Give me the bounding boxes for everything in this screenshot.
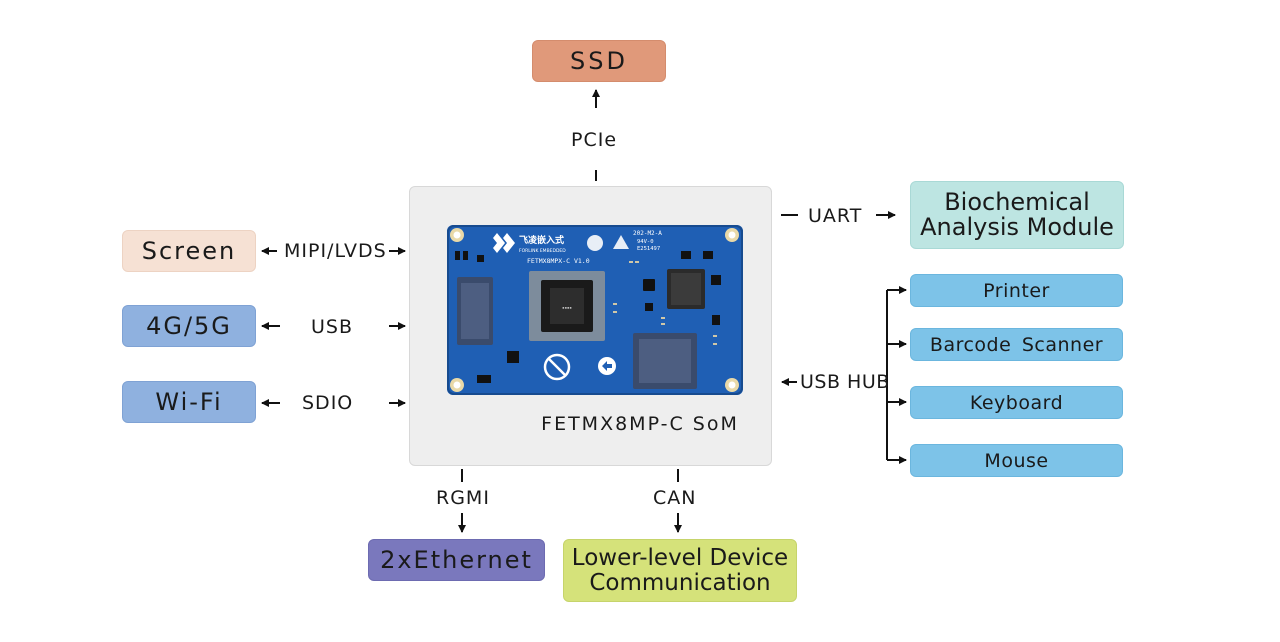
biochemical-module-box: Biochemical Analysis Module: [910, 181, 1124, 249]
biochemical-label-line2: Analysis Module: [920, 213, 1114, 241]
ssd-box: SSD: [532, 40, 666, 82]
pcie-label: PCIe: [571, 129, 618, 151]
printer-box: Printer: [910, 274, 1123, 307]
wifi-box: Wi-Fi: [122, 381, 256, 423]
orientation-arrow-icon: [598, 357, 616, 375]
lower-level-label-line2: Communication: [589, 569, 771, 596]
cellular-box: 4G/5G: [122, 305, 256, 347]
ethernet-label: 2xEthernet: [380, 546, 533, 574]
ssd-label: SSD: [570, 47, 628, 75]
uart-label: UART: [808, 205, 863, 227]
printer-label: Printer: [983, 279, 1050, 302]
screen-label: Screen: [141, 237, 237, 265]
board-model: FETMX8MPX-C V1.0: [527, 257, 590, 265]
barcode-scanner-label: Barcode Scanner: [929, 333, 1104, 356]
ethernet-box: 2xEthernet: [368, 539, 545, 581]
can-label: CAN: [653, 487, 697, 509]
mounting-holes: [450, 228, 739, 392]
keyboard-label: Keyboard: [969, 391, 1064, 414]
biochemical-label-line1: Biochemical: [944, 187, 1090, 216]
pb-free-icon: [543, 353, 571, 381]
board-code2: E251497: [637, 246, 660, 252]
forlinx-logo: 飞凌嵌入式 FORLINK EMBEDDED: [493, 233, 566, 254]
mouse-label: Mouse: [984, 449, 1049, 472]
lower-level-device-box: Lower-level Device Communication: [563, 539, 797, 602]
svg-text:▪▪▪▪: ▪▪▪▪: [562, 305, 572, 310]
usb-label: USB: [311, 316, 354, 338]
wifi-label: Wi-Fi: [155, 388, 223, 416]
barcode-scanner-box: Barcode Scanner: [910, 328, 1123, 361]
lower-level-label-line1: Lower-level Device: [571, 545, 789, 572]
keyboard-box: Keyboard: [910, 386, 1123, 419]
board-rev: 202-M2-A: [633, 230, 662, 237]
mipi-lvds-label: MIPI/LVDS: [284, 240, 387, 262]
som-label: FETMX8MP-C SoM: [541, 413, 739, 435]
som-board-image: 飞凌嵌入式 FORLINK EMBEDDED FETMX8MPX-C V1.0 …: [447, 225, 743, 395]
cert-mark: [587, 235, 603, 251]
usb-hub-label: USB HUB: [800, 371, 890, 393]
mouse-box: Mouse: [910, 444, 1123, 477]
logo-cn: 飞凌嵌入式: [519, 234, 564, 246]
cellular-label: 4G/5G: [146, 312, 232, 340]
rgmi-label: RGMI: [436, 487, 490, 509]
screen-box: Screen: [122, 230, 256, 272]
sdio-label: SDIO: [302, 392, 354, 414]
logo-en: FORLINK EMBEDDED: [519, 248, 566, 254]
board-code1: 94V-0: [637, 239, 654, 245]
esd-mark: [613, 235, 629, 249]
